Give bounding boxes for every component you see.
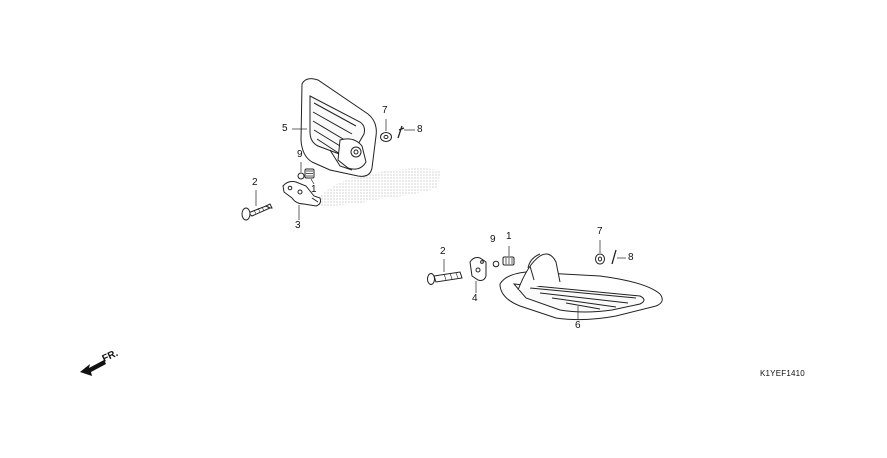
left-leader-lines — [255, 119, 415, 220]
right-bolt-2 — [427, 271, 463, 285]
callout-right-4: 4 — [472, 293, 478, 304]
callout-right-9: 9 — [490, 234, 496, 245]
right-spring-1 — [502, 256, 515, 266]
callout-left-9: 9 — [297, 149, 303, 160]
callout-right-7: 7 — [597, 226, 603, 237]
callout-right-8: 8 — [628, 252, 634, 263]
callout-left-3: 3 — [295, 220, 301, 231]
left-shadow — [318, 168, 440, 206]
left-ball-9 — [297, 172, 305, 180]
callout-right-1: 1 — [506, 231, 512, 242]
right-ball-9 — [492, 260, 500, 268]
right-bracket-4 — [469, 257, 487, 281]
callout-left-8: 8 — [417, 124, 423, 135]
diagram-code: K1YEF1410 — [760, 369, 805, 378]
callout-left-2: 2 — [252, 177, 258, 188]
right-pin-8 — [611, 249, 617, 265]
left-bolt-2 — [241, 203, 273, 221]
left-pin-8 — [397, 125, 405, 139]
right-step-part-6 — [499, 253, 663, 321]
left-washer-7 — [380, 132, 392, 142]
right-leader-lines — [443, 240, 626, 320]
callout-left-1: 1 — [311, 184, 317, 195]
front-direction-arrow-icon — [80, 360, 106, 376]
callout-right-6: 6 — [575, 320, 581, 331]
callout-left-5: 5 — [282, 123, 288, 134]
right-washer-7 — [595, 253, 605, 265]
callout-right-2: 2 — [440, 246, 446, 257]
left-bracket-3 — [282, 181, 321, 207]
front-direction-label: FR. — [101, 348, 120, 365]
callout-left-7: 7 — [382, 105, 388, 116]
left-spring-1 — [304, 168, 315, 179]
left-step-part-5 — [300, 78, 377, 177]
